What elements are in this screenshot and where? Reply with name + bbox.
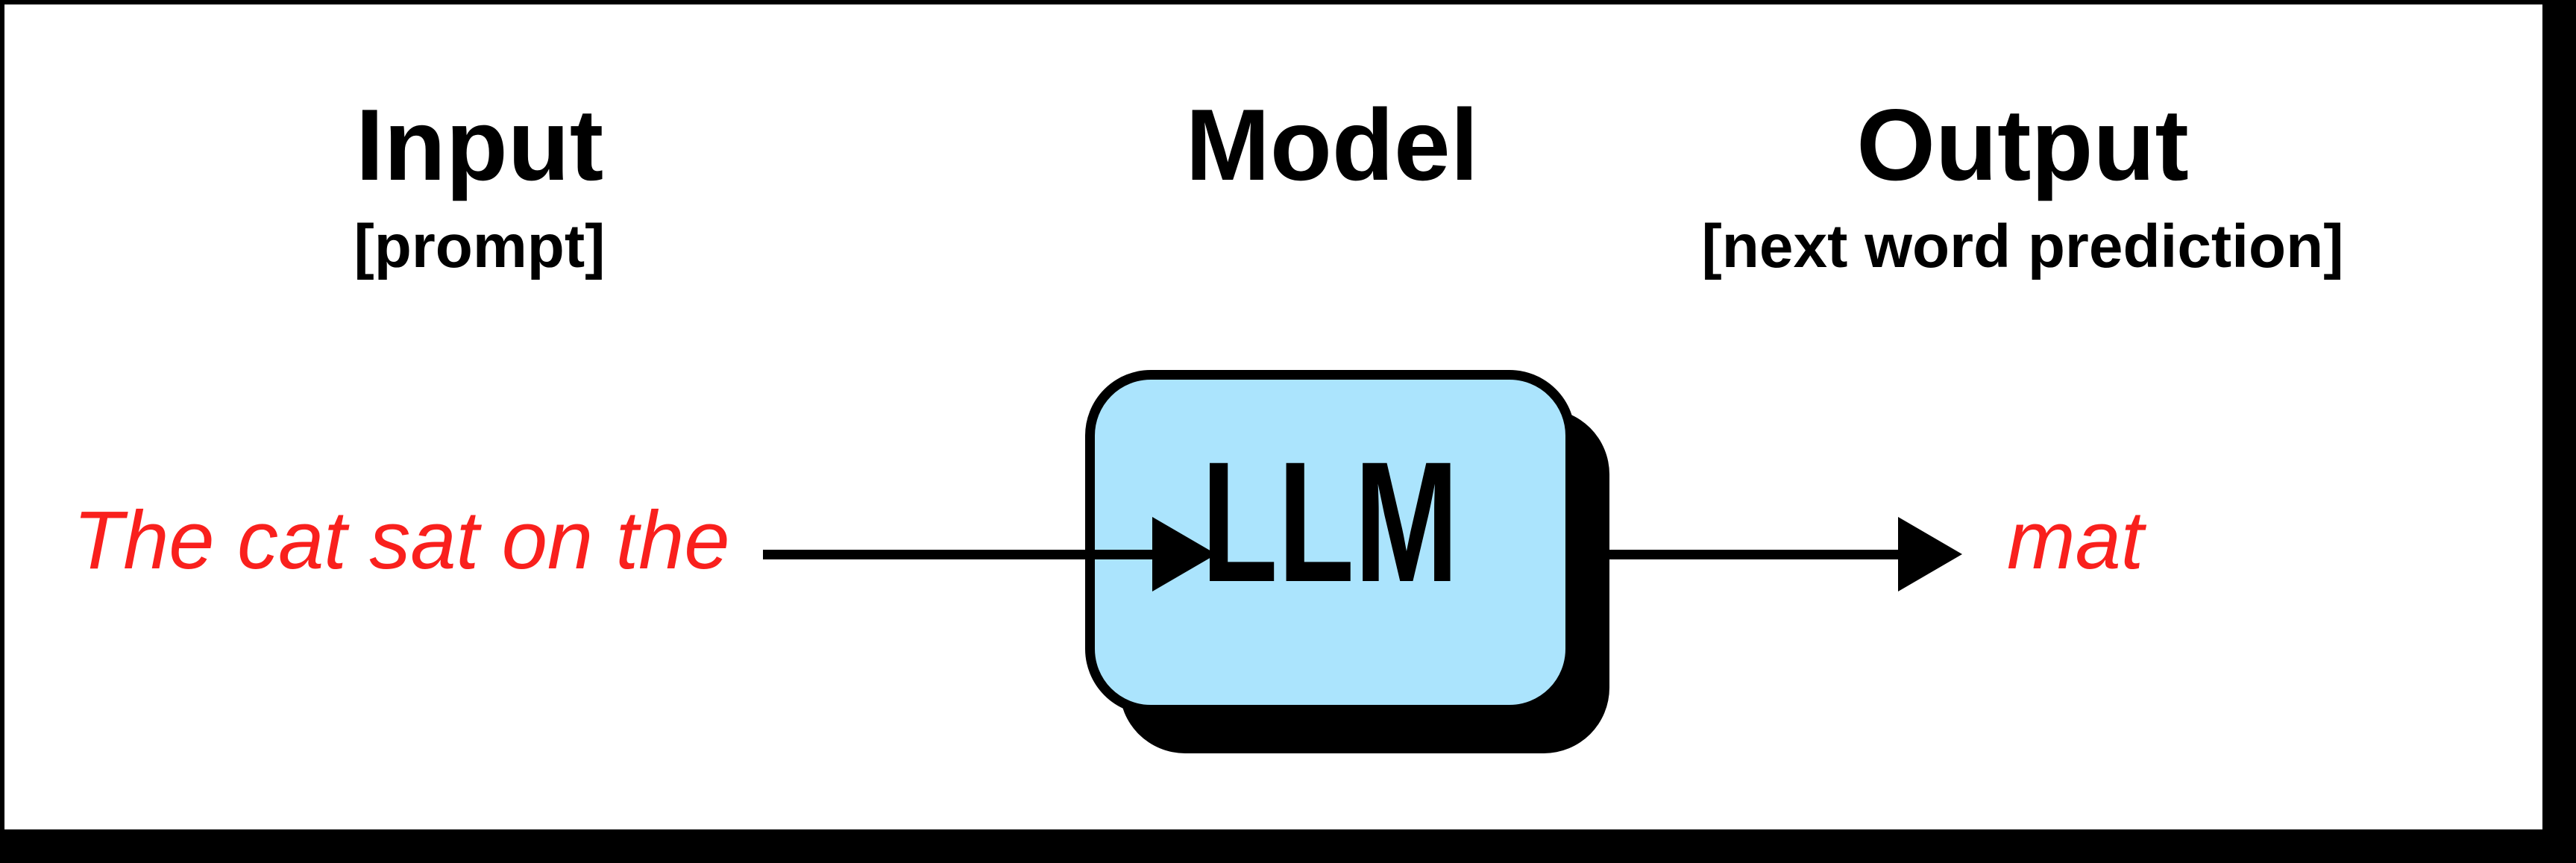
model-to-output-arrow-shaft (1566, 550, 1903, 559)
llm-model-box: LLM (1085, 370, 1575, 715)
output-column-title: Output (1856, 88, 2189, 201)
output-column-subtitle: [next word prediction] (1701, 213, 2344, 280)
predicted-word-text: mat (2007, 495, 2144, 586)
input-column-subtitle: [prompt] (354, 213, 606, 280)
input-to-model-arrow-shaft (763, 550, 1160, 559)
model-to-output-arrowhead-icon (1898, 517, 1962, 591)
prompt-text: The cat sat on the (73, 495, 730, 586)
input-column-title: Input (355, 88, 604, 201)
model-column-title: Model (1185, 88, 1479, 201)
input-to-model-arrowhead-icon (1152, 517, 1216, 591)
llm-model-label: LLM (1201, 425, 1459, 618)
